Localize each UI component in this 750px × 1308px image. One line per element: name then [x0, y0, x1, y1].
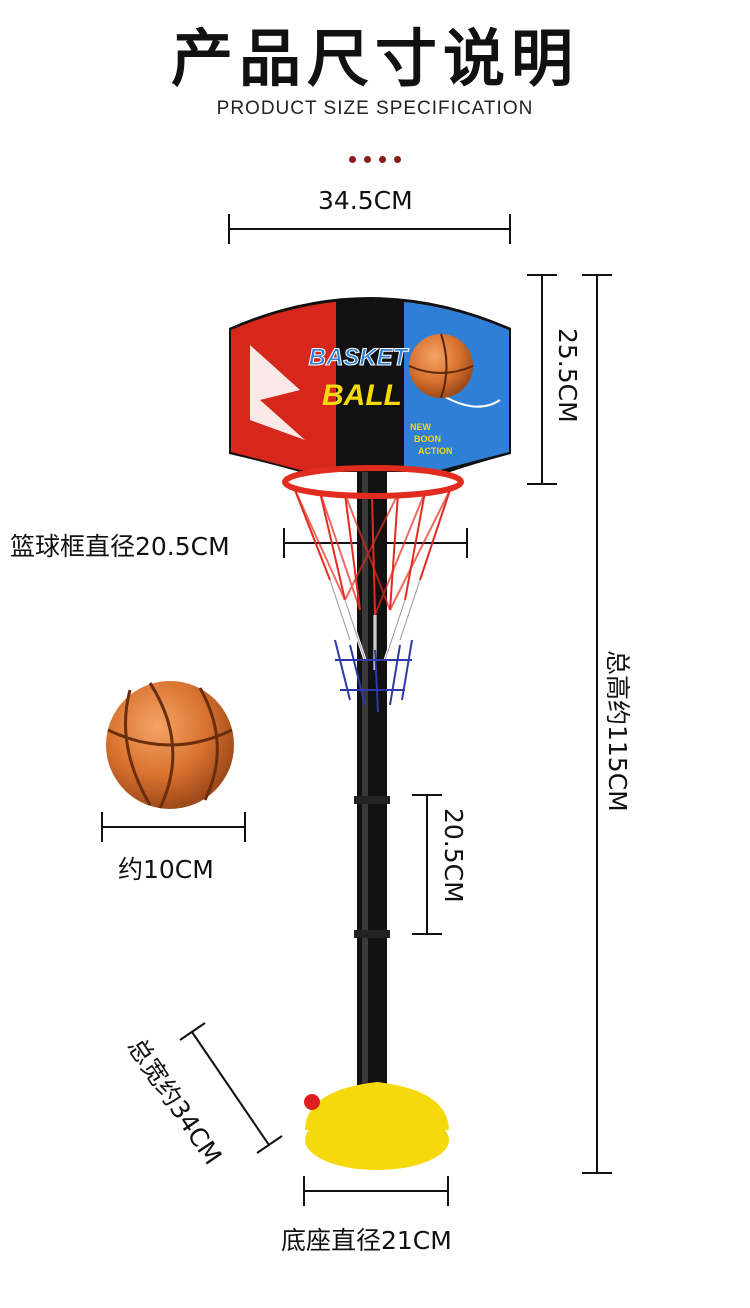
net	[294, 489, 451, 713]
label-backboard-width: 34.5CM	[318, 186, 413, 215]
decorative-dots	[0, 148, 750, 167]
label-total-height: 总高约115CM	[603, 650, 632, 812]
slogan-line3: ACTION	[418, 446, 453, 456]
base	[304, 1082, 449, 1170]
label-base-diameter: 底座直径21CM	[281, 1226, 452, 1255]
stars-row	[268, 290, 472, 307]
page-title: 产品尺寸说明	[170, 22, 579, 95]
dot	[364, 156, 371, 163]
pole	[354, 470, 390, 1110]
dot	[349, 156, 356, 163]
brand-line2: BALL	[322, 379, 402, 412]
label-backboard-height: 25.5CM	[553, 328, 582, 423]
rim	[282, 465, 464, 499]
dimension-lines	[101, 214, 612, 1206]
brand-line1: BASKET	[309, 344, 410, 371]
label-rim-diameter: 篮球框直径20.5CM	[10, 532, 230, 561]
page-subtitle: PRODUCT SIZE SPECIFICATION	[216, 98, 534, 119]
basketball-icon	[106, 681, 234, 809]
dot	[394, 156, 401, 163]
label-ball-size: 约10CM	[118, 855, 214, 884]
dot	[379, 156, 386, 163]
label-pole-segment: 20.5CM	[439, 808, 468, 903]
slogan-line2: BOON	[414, 434, 441, 444]
backboard: BASKET BALL NEW BOON ACTION	[229, 290, 511, 472]
slogan-line1: NEW	[410, 422, 432, 432]
